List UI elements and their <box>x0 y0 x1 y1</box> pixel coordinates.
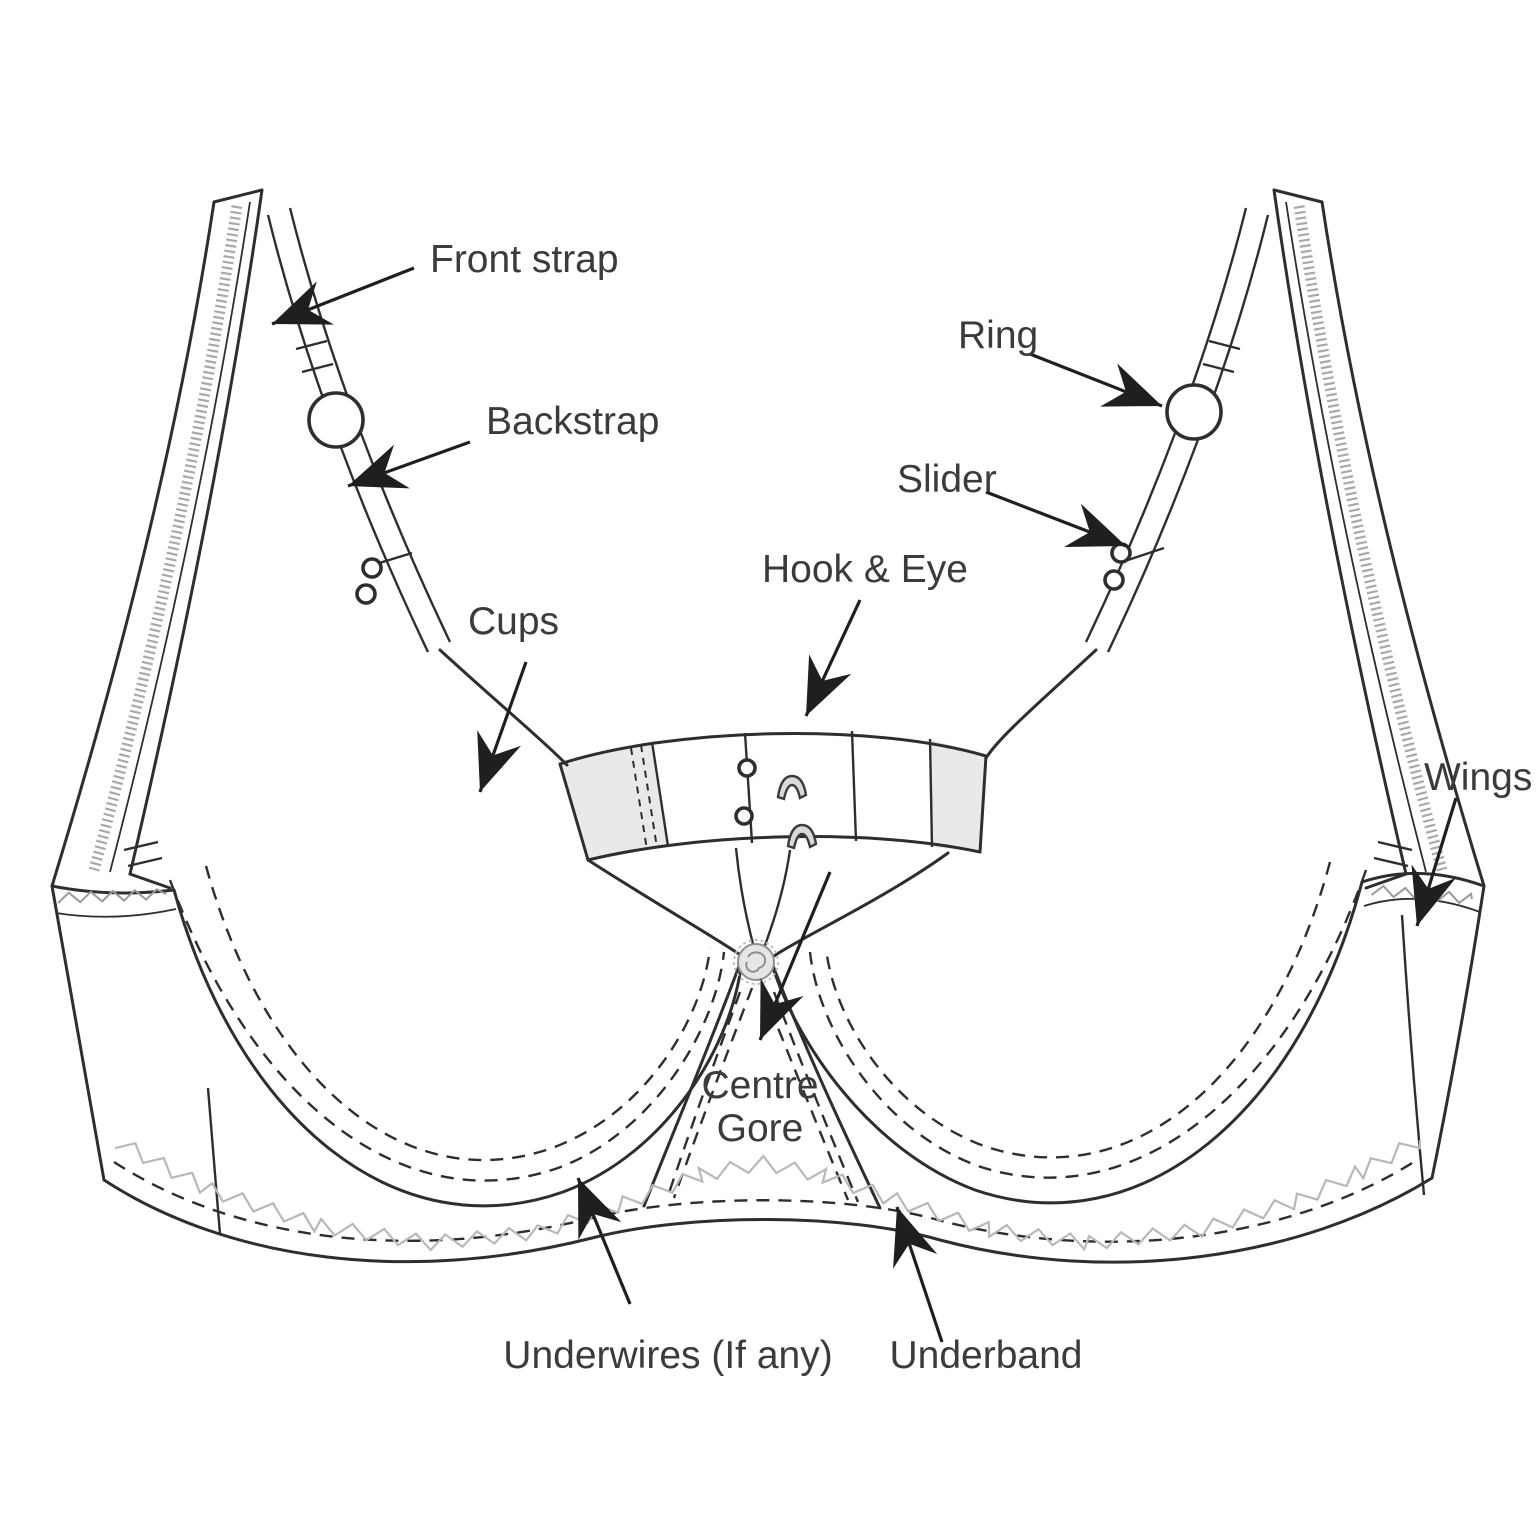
underband-stitch-dashed <box>113 1156 1421 1243</box>
ring-arrow <box>1029 352 1163 408</box>
hook-eye-band-shading <box>560 739 986 860</box>
wings-arrow <box>1411 797 1458 927</box>
slider-eye-right-2 <box>1103 569 1125 591</box>
ring-left <box>307 391 365 449</box>
front-strap-left-drawing <box>50 188 264 890</box>
slider-arrow <box>985 490 1127 548</box>
ring-right <box>1165 383 1223 441</box>
closure-shaded-panel-right <box>930 739 986 852</box>
cup-right-neckline <box>984 648 1098 760</box>
front-strap-arrow <box>271 266 415 326</box>
label-cups: Cups <box>468 600 559 643</box>
eye-loop-left-1 <box>361 557 383 579</box>
wings-band-drawing <box>50 840 1486 1264</box>
zigzag-stitch-wing-left <box>57 888 167 904</box>
wing-seam-right <box>1400 914 1426 1196</box>
cups-drawing <box>168 648 1368 1208</box>
strap-elastic-texture-right <box>1293 205 1448 872</box>
backstrap-left-drawing <box>266 207 452 653</box>
slider-eye-right-1 <box>1110 542 1132 564</box>
wing-seam-left <box>206 1087 222 1235</box>
zigzag-stitch-underband <box>114 1139 1422 1252</box>
underwires-arrow <box>576 1177 632 1305</box>
backstrap-arrow <box>347 440 471 489</box>
label-front-strap: Front strap <box>430 238 619 281</box>
cup-left-underwire-edge <box>172 888 744 1208</box>
cup-right-underwire-edge <box>768 880 1364 1205</box>
closure-eye-1 <box>737 758 757 778</box>
underwire-casing-right <box>808 869 1368 1179</box>
cup-left-neckline <box>438 648 569 767</box>
label-slider: Slider <box>897 458 997 501</box>
strap-elastic-texture-left <box>88 205 243 872</box>
closure-hook-1 <box>776 774 808 801</box>
label-hook-eye: Hook & Eye <box>762 548 968 591</box>
closure-hook-2 <box>786 823 818 850</box>
label-ring: Ring <box>958 314 1038 357</box>
underwire-casing-left <box>168 879 726 1182</box>
closure-eye-2 <box>734 806 754 826</box>
centre-gore-arrow <box>758 871 832 1041</box>
label-backstrap: Backstrap <box>486 400 659 443</box>
label-centre-gore-line1: Centre <box>701 1064 818 1107</box>
underband-arrow <box>893 1206 944 1343</box>
label-underwires: Underwires (If any) <box>503 1334 832 1377</box>
closure-shaded-panel-left <box>560 742 668 860</box>
backstrap-right-drawing <box>1084 207 1270 653</box>
cups-arrow <box>477 661 528 793</box>
hook-eye-band-drawing <box>558 730 988 862</box>
underband-bottom-edge <box>102 1176 1434 1264</box>
eye-loop-left-2 <box>355 583 377 605</box>
rosette-icon <box>733 939 779 985</box>
hook-eye-arrow <box>804 599 862 717</box>
label-centre-gore-line2: Gore <box>717 1107 804 1150</box>
label-wings: Wings <box>1424 756 1532 799</box>
label-underband: Underband <box>890 1334 1083 1377</box>
front-strap-right-drawing <box>1272 188 1486 890</box>
